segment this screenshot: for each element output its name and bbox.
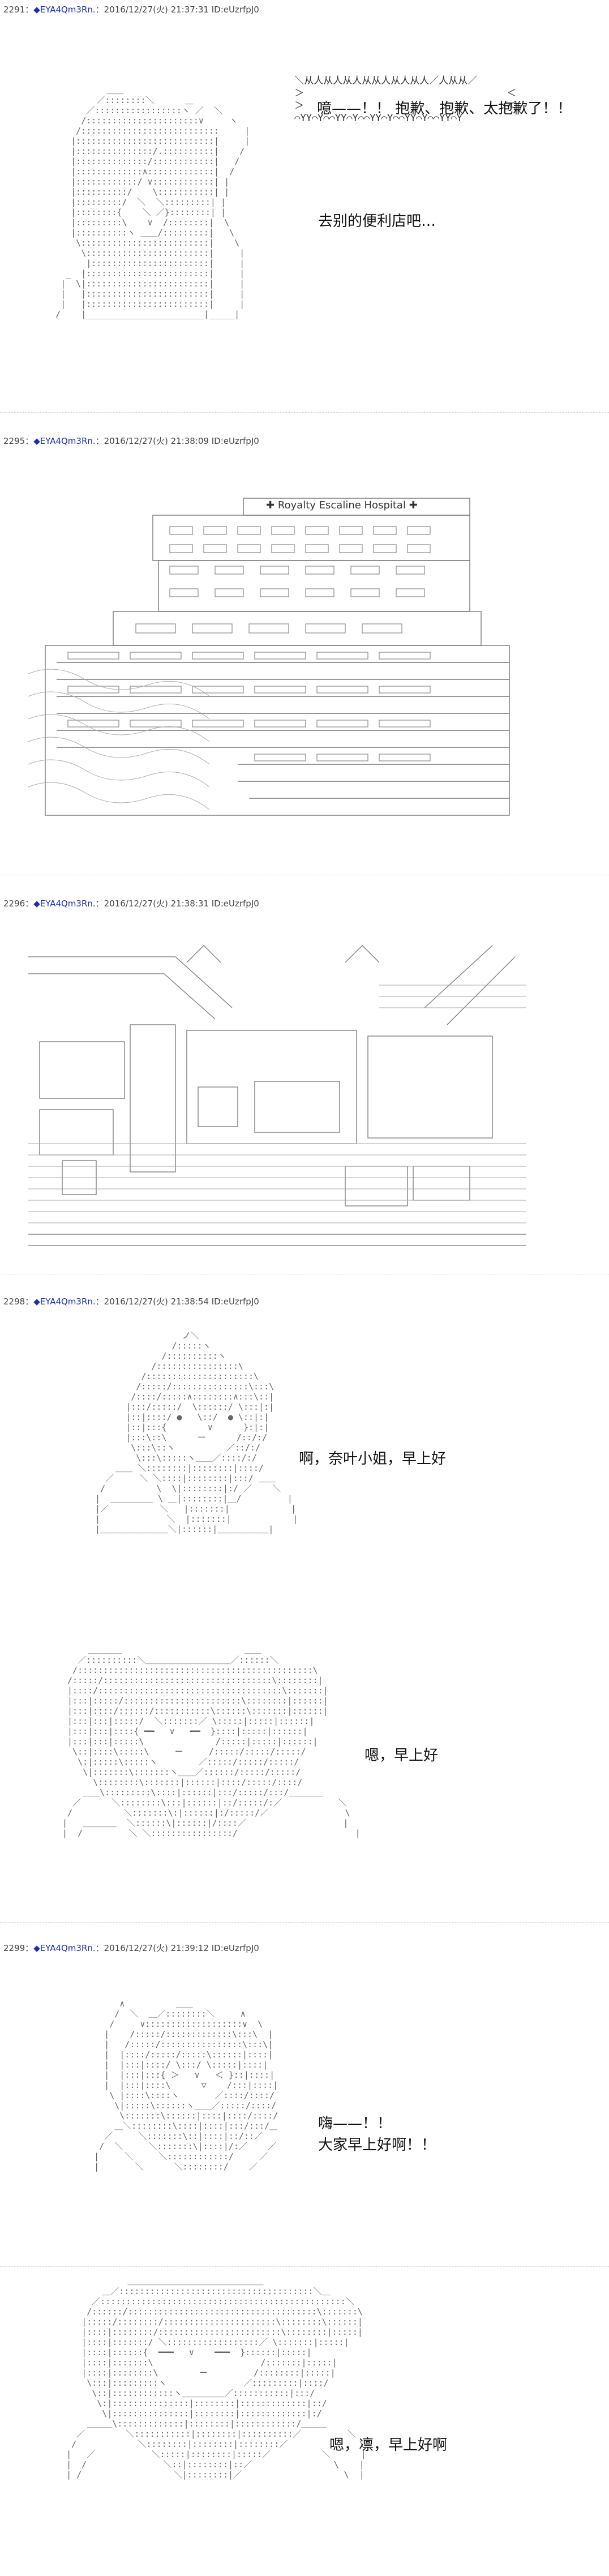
post-header: 2296：◆EYA4Qm3Rn.：2016/12/27(火) 21:38:31 … [3,897,259,910]
dialogue-text: 嗨——！！ [318,2115,392,2132]
street-scene-illustration [28,945,526,1246]
post-number: 2291： [3,5,34,15]
post-date: ：2016/12/27(火) 21:38:09 ID:eUzrfpJ0 [95,436,259,446]
post-author[interactable]: ◆EYA4Qm3Rn. [33,898,96,909]
dialogue-text: 嗯，凛，早上好啊 [329,2437,448,2454]
cross-icon: ✚ [266,499,278,511]
post-number: 2295： [3,436,34,446]
dialogue-text: 啊，奈叶小姐，早上好 [299,1450,447,1467]
post-date: ：2016/12/27(火) 21:39:12 ID:eUzrfpJ0 [95,1943,259,1953]
post-number: 2296： [3,898,34,909]
post-date: ：2016/12/27(火) 21:38:54 ID:eUzrfpJ0 [95,1296,259,1307]
hospital-sign: ✚ Royalty Escaline Hospital ✚ [266,499,418,511]
ascii-art-character: ＿＿＿＿ ＿＿ ／::::::::::＼＿＿＿＿＿＿＿＿＿＿／::::::＼ /… [62,1645,361,1838]
post-number: 2298： [3,1296,34,1307]
dialogue-text: 大家早上好啊！！ [318,2137,436,2154]
hospital-name: Royalty Escaline Hospital [277,499,406,511]
post-author[interactable]: ◆EYA4Qm3Rn. [33,1296,96,1307]
ascii-art-character: ＿＿ ／::::::::＼ ＿ ／:::::::::::::::::ヽ ／ ＼ … [55,85,250,319]
post-number: 2299： [3,1943,34,1953]
post-author[interactable]: ◆EYA4Qm3Rn. [33,5,96,15]
ascii-art-character: ∧ ＿＿ / ＼ ＿／::::::::＼ ∧ / ∨::::::::::::::… [94,1999,277,2172]
ascii-art-character: ＿＿＿＿＿＿＿＿＿＿＿＿＿＿＿＿ ＿／:::::::::::::::::::::… [66,2276,366,2480]
post-author[interactable]: ◆EYA4Qm3Rn. [33,1943,96,1953]
dialogue-text: 去别的便利店吧… [318,213,436,230]
post-separator [0,1922,609,1923]
post-author[interactable]: ◆EYA4Qm3Rn. [33,436,96,446]
dialogue-text: 嗯，早上好 [364,1747,439,1764]
post-header: 2299：◆EYA4Qm3Rn.：2016/12/27(火) 21:39:12 … [3,1942,259,1954]
hospital-building-illustration [28,498,510,816]
post-date: ：2016/12/27(火) 21:38:31 ID:eUzrfpJ0 [95,898,259,909]
post-header: 2298：◆EYA4Qm3Rn.：2016/12/27(火) 21:38:54 … [3,1295,259,1308]
post-date: ：2016/12/27(火) 21:37:31 ID:eUzrfpJ0 [95,5,259,15]
shout-bubble-frame: ＼从人从人从人从从人从人从人／人从从／ ＞ ＜ ＞ ＜ ⌒YY⌒Y⌒⌒YY⌒Y⌒… [294,75,517,124]
post-separator [0,412,609,413]
post-header: 2295：◆EYA4Qm3Rn.：2016/12/27(火) 21:38:09 … [3,435,259,447]
shout-text: 噫——！！ 抱歉、抱歉、太抱歉了！！ [317,100,572,117]
cross-icon: ✚ [405,499,418,511]
post-separator [0,2266,609,2267]
ascii-art-character: ノ＼ /:::::ヽ /::::::::::ヽ /:::::::::::::::… [95,1330,298,1534]
post-header: 2291：◆EYA4Qm3Rn.：2016/12/27(火) 21:37:31 … [3,3,259,16]
